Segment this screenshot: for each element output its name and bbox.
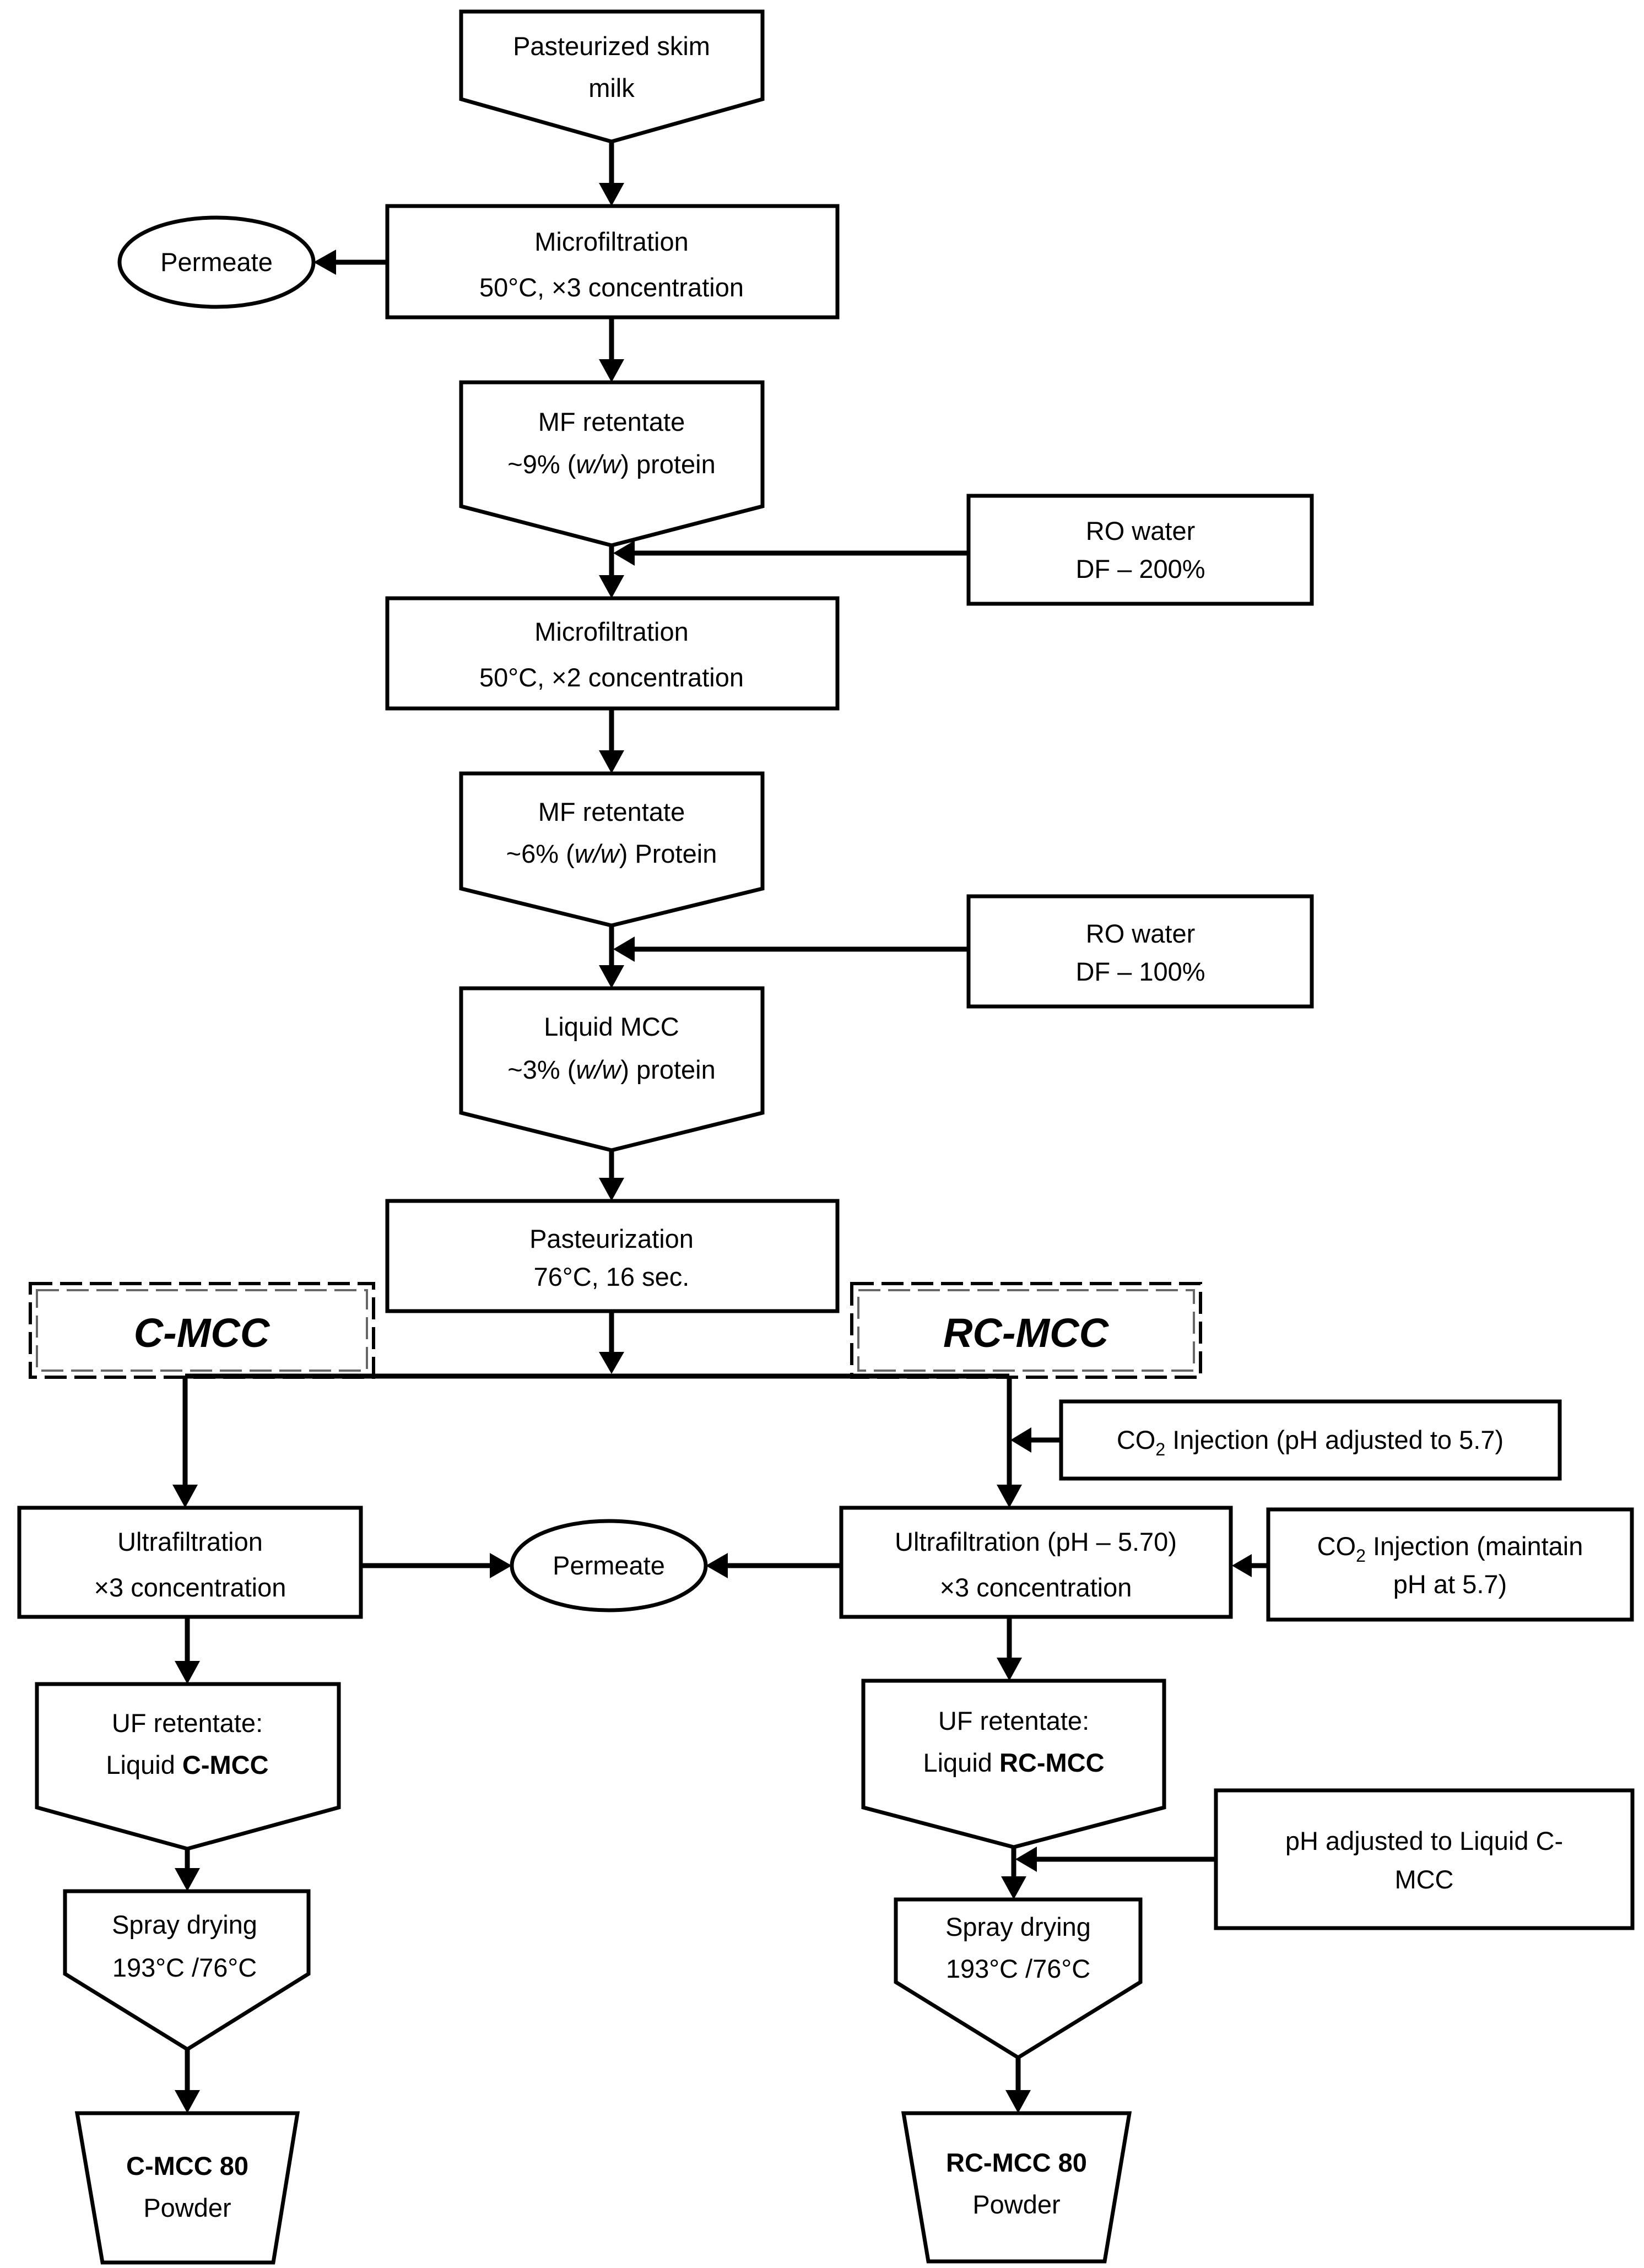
mf1-label-line2: 50°C, ×3 concentration [479,273,744,302]
pasteurization-box [385,1199,840,1313]
mf-retentate-2-shape [459,771,765,928]
ret1-label-line2: ~9% (w/w) protein [507,450,715,479]
arrowhead-ro1 [613,540,635,566]
ro1-label-line2: DF – 200% [1075,554,1205,583]
powder-2-label-line1: RC-MCC 80 [946,2148,1087,2177]
skim-milk-shape [459,9,765,144]
microfiltration-2-box [385,596,840,711]
arrowhead-ro2 [613,937,635,962]
ultrafiltration-2-box [839,1506,1233,1619]
arrowhead-co2a [1010,1427,1031,1453]
spray-drying-1-shape [63,1889,311,2052]
c-mcc-heading: C-MCC [134,1310,271,1356]
arrowhead-mf2-ret2 [599,750,624,773]
arrowhead-uf2-permeate2 [706,1553,728,1578]
spray2-label-line1: Spray drying [945,1912,1091,1941]
arrowhead-mf1-ret1 [599,359,624,382]
spray1-label-line2: 193°C /76°C [112,1953,257,1982]
powder-1-shape [74,2111,300,2265]
microfiltration-1-box [385,204,840,320]
mf2-label-line1: Microfiltration [534,617,688,646]
ret1-label-line1: MF retentate [538,407,685,436]
co2-injection-1-box [1059,1399,1562,1481]
arrowhead-uf1-permeate2 [490,1553,512,1578]
arrowhead-ret2-liq [599,965,624,988]
permeate-2-label: Permeate [553,1551,665,1580]
ufr1-label-line2: Liquid C-MCC [106,1750,268,1779]
ufr2-label-line1: UF retentate: [938,1706,1089,1735]
uf2-label-line1: Ultrafiltration (pH – 5.70) [895,1527,1177,1556]
skim-label-line2: milk [588,73,635,102]
co2b-label-line2: pH at 5.7) [1393,1569,1507,1599]
arrowhead-phadj [1015,1847,1037,1872]
permeate-1-label: Permeate [160,247,273,277]
mf2-label-line2: 50°C, ×2 concentration [479,663,744,692]
co2-injection-2-box [1266,1507,1634,1622]
mf-retentate-1-shape [459,380,765,548]
rc-mcc-dashed-shadow [857,1289,1195,1372]
arrowhead-past-split [599,1352,624,1374]
liquid-mcc-shape [459,986,765,1152]
arrowhead-spray1-pow1 [175,2090,200,2113]
powder-2-shape [901,2111,1132,2264]
powder-1-label-line1: C-MCC 80 [126,2151,248,2180]
arrowhead-co2b [1232,1554,1252,1577]
powder-1-label-line2: Powder [143,2193,231,2222]
spray-drying-2-shape [894,1897,1143,2060]
arrowhead-split-uf1 [172,1485,198,1508]
c-mcc-dashed-shadow [36,1289,368,1372]
arrowhead-liq-past [599,1178,624,1201]
phadj-label-line2: MCC [1394,1865,1453,1894]
liquid-mcc-label-line1: Liquid MCC [544,1012,679,1041]
rc-mcc-dashed-box [850,1282,1202,1379]
arrowhead-ufr1-spray1 [175,1868,200,1891]
phadj-label-line1: pH adjusted to Liquid C- [1285,1826,1563,1855]
ultrafiltration-1-box [17,1506,363,1619]
ufr1-label-line1: UF retentate: [112,1708,263,1737]
arrowhead-uf1-ufr1 [175,1661,200,1684]
uf2-label-line2: ×3 concentration [940,1573,1132,1602]
arrowhead-ufr2-spray2 [1001,1876,1026,1899]
co2b-label-line1: CO2 Injection (maintain [1317,1531,1583,1566]
ro-water-1-box [966,494,1314,606]
rc-mcc-heading: RC-MCC [943,1310,1110,1356]
uf-retentate-2-shape [861,1679,1166,1849]
arrowhead-split-uf2 [997,1485,1022,1508]
ret2-label-line1: MF retentate [538,797,685,826]
arrowhead-spray2-pow2 [1005,2090,1031,2113]
mf1-label-line1: Microfiltration [534,227,688,256]
arrowhead-uf2-ufr2 [997,1658,1022,1681]
ph-adjusted-box [1214,1788,1635,1930]
spray2-label-line2: 193°C /76°C [946,1954,1090,1983]
arrowhead-ret1-mf2 [599,575,624,598]
arrowhead-skim-mf1 [599,183,624,206]
pasteurization-label-line2: 76°C, 16 sec. [534,1262,690,1291]
uf1-label-line1: Ultrafiltration [117,1527,263,1556]
skim-label-line1: Pasteurized skim [513,31,710,61]
ro2-label-line2: DF – 100% [1075,957,1205,986]
ro2-label-line1: RO water [1086,919,1196,948]
ro-water-2-box [966,894,1314,1009]
co2a-label: CO2 Injection (pH adjusted to 5.7) [1117,1425,1504,1459]
spray1-label-line1: Spray drying [112,1910,257,1939]
uf1-label-line2: ×3 concentration [94,1573,286,1602]
arrowhead-mf1-permeate1 [313,250,336,275]
pasteurization-label-line1: Pasteurization [529,1224,694,1253]
powder-2-label-line2: Powder [972,2190,1060,2219]
ro1-label-line1: RO water [1086,516,1196,545]
ret2-label-line2: ~6% (w/w) Protein [506,839,717,868]
ufr2-label-line2: Liquid RC-MCC [923,1748,1104,1777]
liquid-mcc-label-line2: ~3% (w/w) protein [507,1055,715,1084]
uf-retentate-1-shape [35,1682,341,1851]
